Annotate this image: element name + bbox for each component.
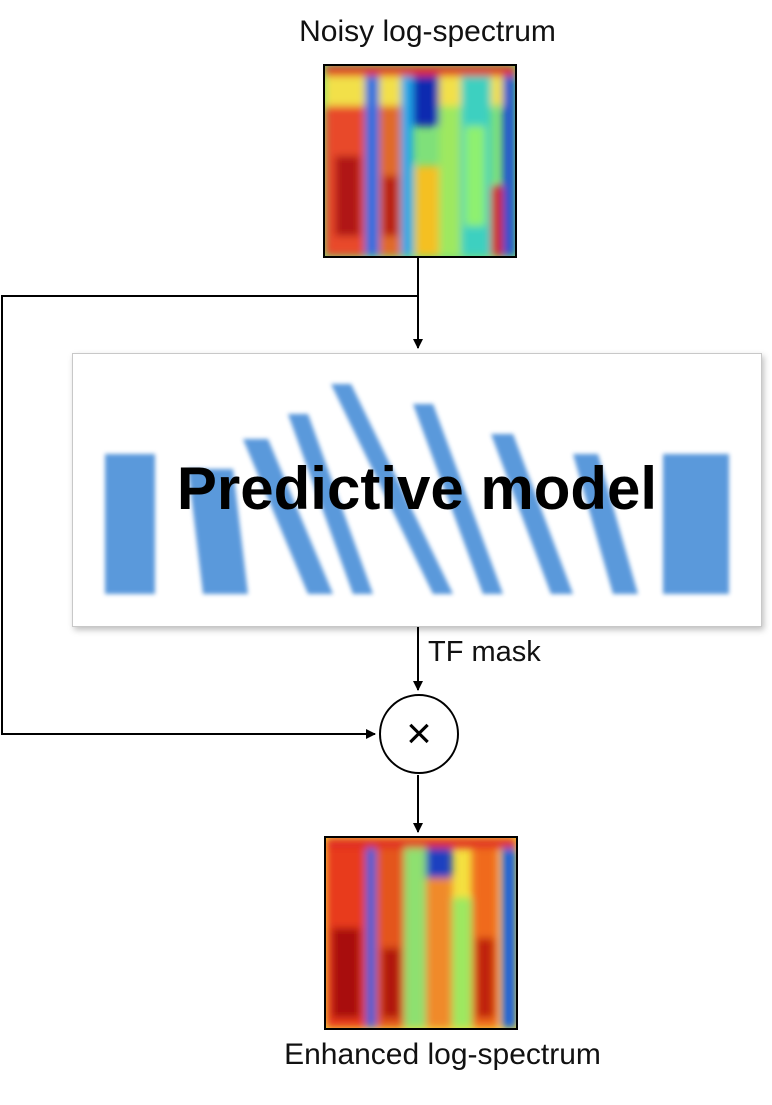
tf-mask-label: TF mask [428,636,541,668]
network-layers-graphic [105,384,729,594]
input-label: Noisy log-spectrum [299,15,556,48]
output-label: Enhanced log-spectrum [284,1038,601,1071]
model-title: Predictive model [176,455,658,522]
noisy-spectrogram-image [323,64,517,258]
multiply-icon: × [406,709,432,758]
enhanced-spectrogram-image [324,836,518,1030]
multiply-node: × [379,694,459,774]
predictive-model-block: Predictive model [72,353,762,627]
skip-connection [1,295,418,739]
